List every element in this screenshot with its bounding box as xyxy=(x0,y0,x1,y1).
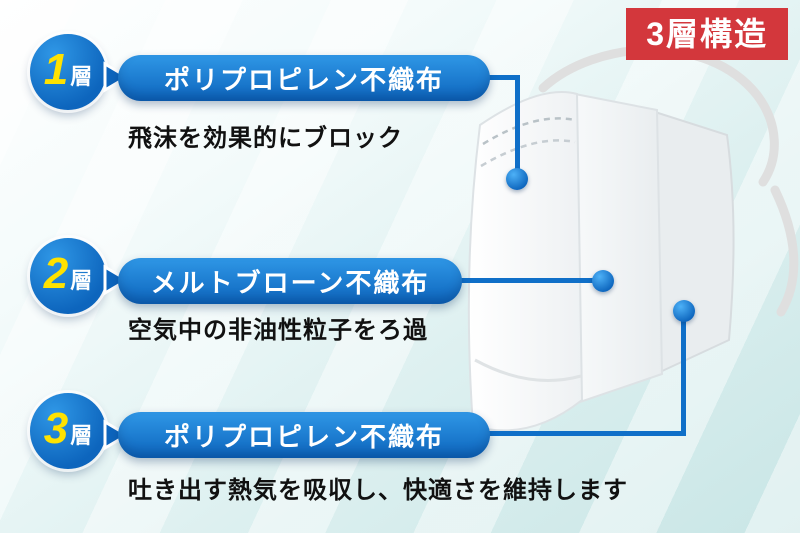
layer2-material-label: メルトブローン不織布 xyxy=(118,258,462,304)
layer2-description: 空気中の非油性粒子をろ過 xyxy=(128,317,428,344)
mask-layer-back xyxy=(653,110,735,374)
layer2-badge: 2 層 xyxy=(30,238,106,314)
callout-dot-layer2 xyxy=(592,270,614,292)
layer1-badge: 1 層 xyxy=(30,34,106,110)
callout-line-layer1-h xyxy=(486,75,520,80)
layer2-arrow-icon xyxy=(103,264,130,296)
callout-line-layer1-v xyxy=(515,75,520,173)
pleat-line-2 xyxy=(480,139,576,168)
ear-loop-right xyxy=(770,185,799,317)
pleat-line-3 xyxy=(474,358,582,382)
mask-layer-middle xyxy=(573,92,664,404)
layer1-unit: 層 xyxy=(70,64,93,89)
layer2-number: 2 xyxy=(43,249,69,298)
layer2-unit: 層 xyxy=(70,268,93,293)
layer1-arrow-icon xyxy=(103,61,130,93)
callout-dot-layer3 xyxy=(673,300,695,322)
layer1-description: 飛沫を効果的にブロック xyxy=(128,125,403,152)
callout-dot-layer1 xyxy=(506,168,528,190)
callout-line-layer3-v xyxy=(681,318,686,436)
structure-badge: 3層構造 xyxy=(626,8,788,60)
ear-loop-top xyxy=(538,45,779,187)
layer3-arrow-icon xyxy=(103,419,130,451)
layer3-badge: 3 層 xyxy=(30,393,106,469)
callout-line-layer2 xyxy=(458,278,598,283)
layer3-number: 3 xyxy=(43,404,69,453)
layer1-number: 1 xyxy=(43,45,69,94)
layer1-material-label: ポリプロピレン不織布 xyxy=(118,55,490,101)
pleat-line-1 xyxy=(482,117,576,146)
layer3-material-label: ポリプロピレン不織布 xyxy=(118,412,490,458)
layer3-unit: 層 xyxy=(70,423,93,448)
callout-line-layer3-h xyxy=(486,431,686,436)
layer3-description: 吐き出す熱気を吸収し、快適さを維持します xyxy=(128,477,628,504)
mask-layer-front xyxy=(467,91,584,432)
